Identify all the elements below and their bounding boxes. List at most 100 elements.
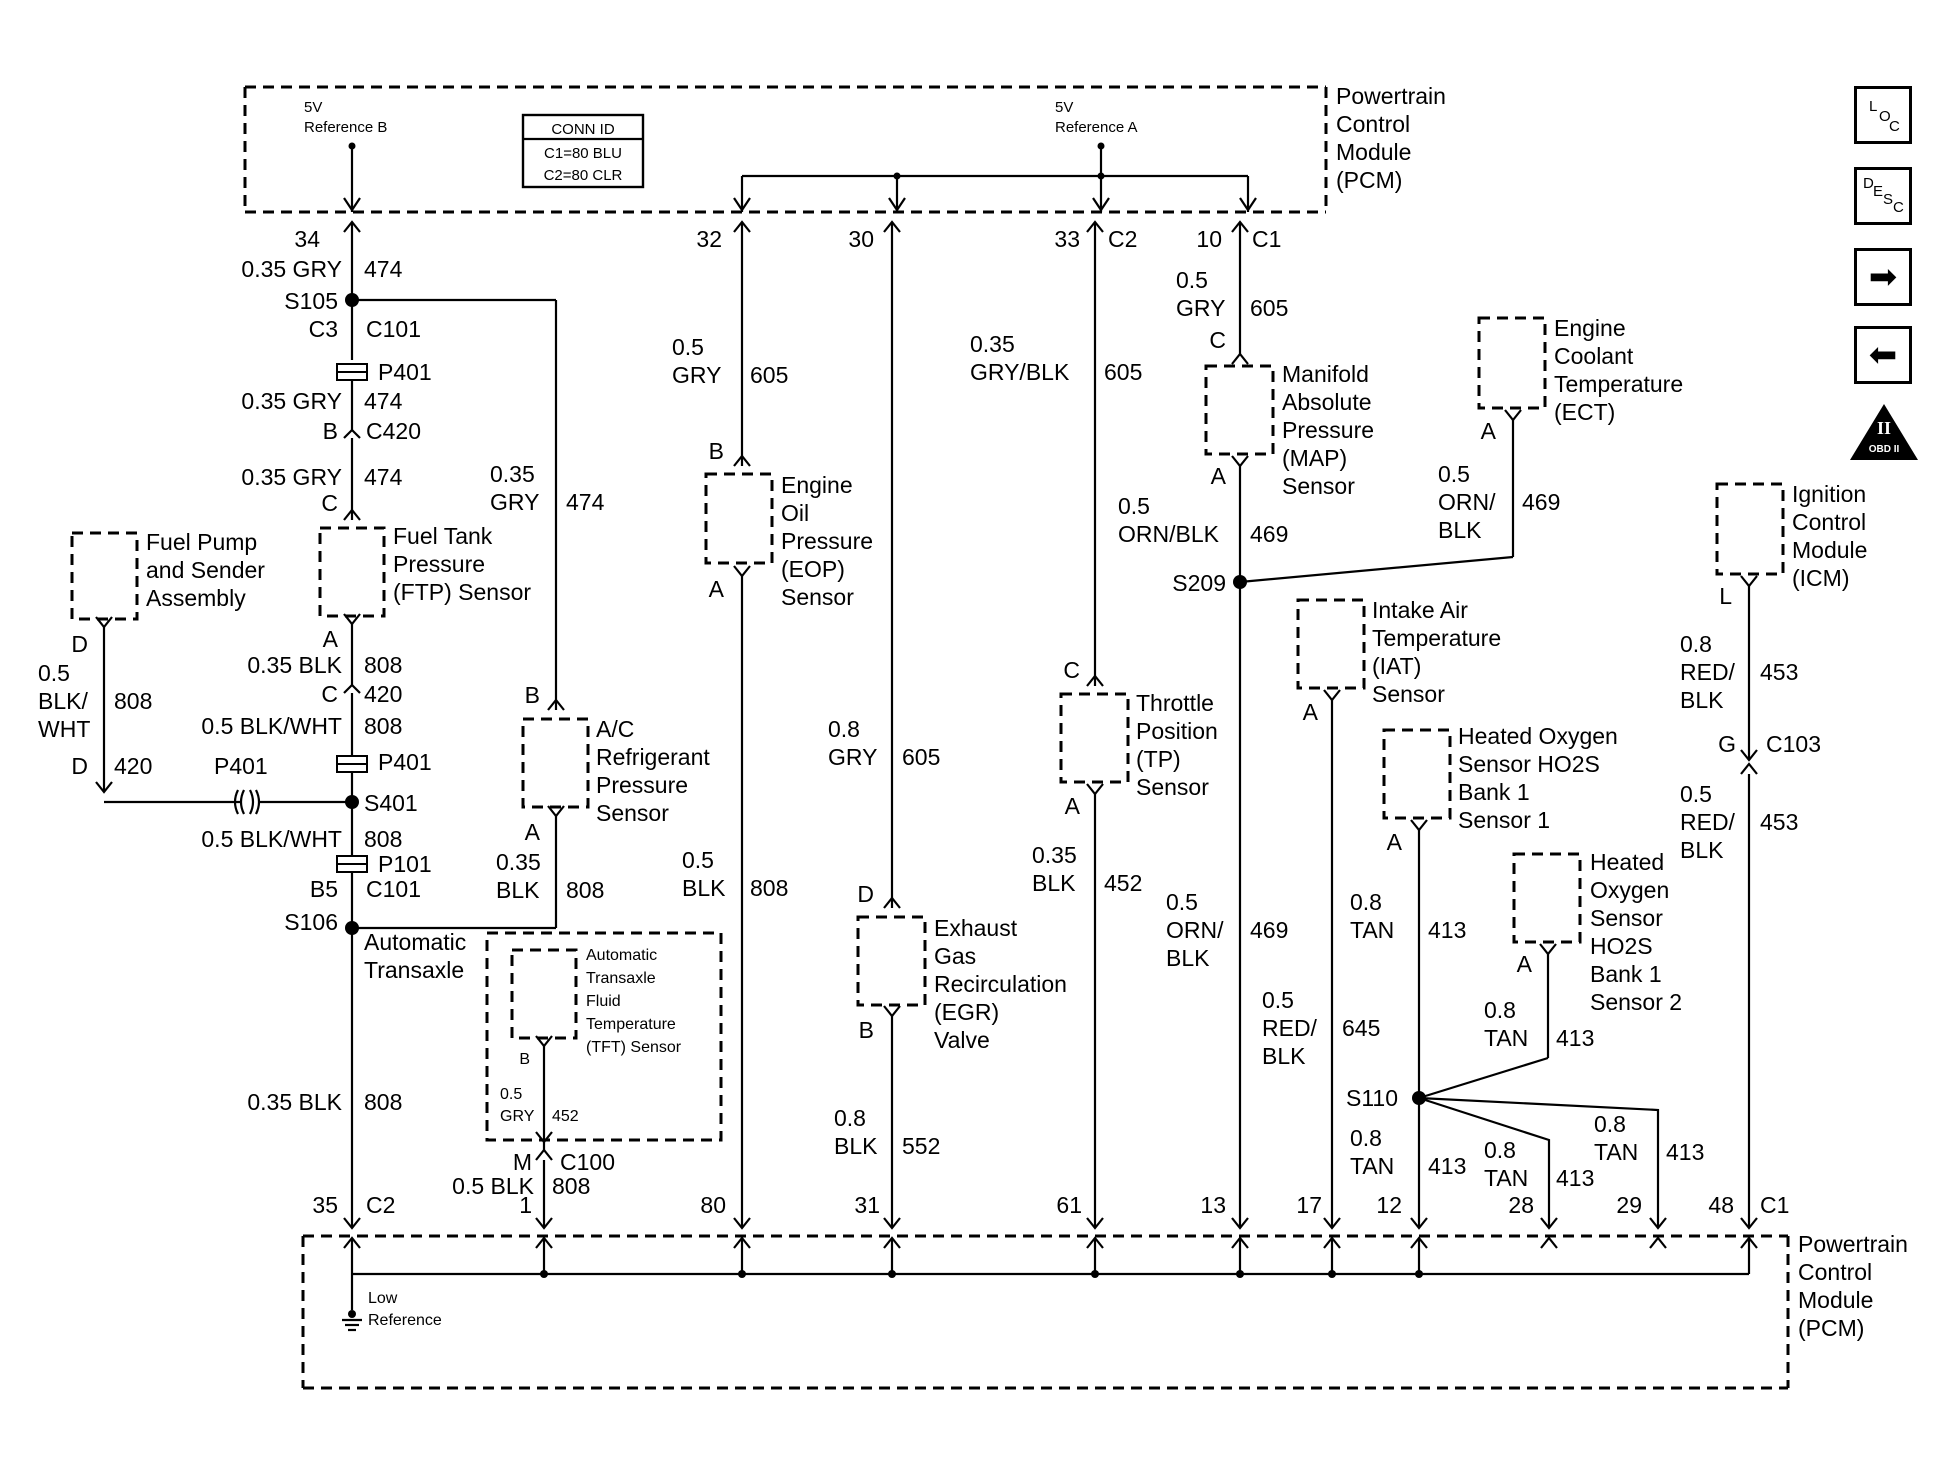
previous-button[interactable]: ⬅ [1854, 326, 1912, 384]
svg-text:A: A [1481, 418, 1497, 444]
svg-text:RED/: RED/ [1680, 659, 1736, 685]
svg-text:GRY: GRY [1176, 295, 1225, 321]
svg-text:33: 33 [1054, 226, 1080, 252]
svg-text:BLK: BLK [1166, 945, 1210, 971]
svg-text:605: 605 [902, 744, 940, 770]
svg-text:A: A [1387, 829, 1403, 855]
svg-text:C103: C103 [1766, 731, 1821, 757]
svg-text:BLK: BLK [1680, 687, 1724, 713]
svg-text:S209: S209 [1172, 570, 1226, 596]
s110-labels: 0.8 TAN 413 28 0.8 TAN 413 29 [1484, 1111, 1704, 1218]
svg-text:BLK: BLK [496, 877, 540, 903]
svg-text:B: B [859, 1017, 874, 1043]
svg-text:BLK: BLK [682, 875, 726, 901]
svg-text:B: B [519, 1051, 530, 1068]
svg-text:645: 645 [1342, 1015, 1380, 1041]
svg-text:ORN/BLK: ORN/BLK [1118, 521, 1220, 547]
svg-text:0.35: 0.35 [490, 461, 535, 487]
svg-text:808: 808 [750, 875, 788, 901]
eop-circuit [704, 220, 774, 1230]
svg-text:GRY: GRY [490, 489, 539, 515]
svg-text:35: 35 [312, 1192, 338, 1218]
svg-text:452: 452 [1104, 870, 1142, 896]
svg-text:808: 808 [364, 826, 402, 852]
svg-text:48: 48 [1708, 1192, 1734, 1218]
svg-text:31: 31 [854, 1192, 880, 1218]
svg-text:420: 420 [364, 681, 402, 707]
iat-circuit [1296, 598, 1366, 1230]
svg-text:0.8: 0.8 [828, 716, 860, 742]
trans-tft-circuit [485, 931, 723, 1230]
svg-text:C420: C420 [366, 418, 421, 444]
svg-text:C: C [1209, 327, 1226, 353]
svg-text:S401: S401 [364, 790, 418, 816]
svg-text:D: D [857, 881, 874, 907]
svg-text:ORN/: ORN/ [1166, 917, 1224, 943]
svg-text:GRY: GRY [500, 1108, 535, 1125]
svg-text:808: 808 [364, 652, 402, 678]
svg-text:0.5 BLK/WHT: 0.5 BLK/WHT [201, 713, 342, 739]
svg-text:0.8: 0.8 [834, 1105, 866, 1131]
svg-text:552: 552 [902, 1133, 940, 1159]
location-button[interactable]: L O C [1854, 86, 1912, 144]
svg-text:420: 420 [114, 753, 152, 779]
svg-text:808: 808 [552, 1173, 590, 1199]
svg-text:C101: C101 [366, 316, 421, 342]
svg-text:0.5: 0.5 [1166, 889, 1198, 915]
svg-text:S105: S105 [284, 288, 338, 314]
svg-text:469: 469 [1522, 489, 1560, 515]
next-button[interactable]: ➡ [1854, 248, 1912, 306]
ho2s2-circuit [1418, 852, 1582, 1100]
svg-text:TAN: TAN [1350, 1153, 1394, 1179]
svg-text:413: 413 [1556, 1025, 1594, 1051]
description-button[interactable]: D E S C [1854, 167, 1912, 225]
obd-ii-badge: II OBD II [1848, 402, 1920, 462]
svg-text:C1: C1 [1760, 1192, 1789, 1218]
svg-text:S110: S110 [1346, 1085, 1398, 1111]
svg-text:413: 413 [1428, 917, 1466, 943]
ho2s1-labels: A 0.8 TAN 413 S110 0.8 TAN 413 12 Heated… [1346, 723, 1618, 1218]
svg-text:469: 469 [1250, 917, 1288, 943]
svg-text:12: 12 [1376, 1192, 1402, 1218]
svg-text:0.5: 0.5 [500, 1086, 522, 1103]
obd-triangle-icon [1850, 404, 1918, 460]
svg-text:0.35: 0.35 [496, 849, 541, 875]
svg-text:0.35: 0.35 [1032, 842, 1077, 868]
svg-text:GRY/BLK: GRY/BLK [970, 359, 1070, 385]
svg-text:B5: B5 [310, 876, 338, 902]
svg-text:0.5: 0.5 [1118, 493, 1150, 519]
svg-text:P401: P401 [378, 749, 432, 775]
svg-text:605: 605 [1250, 295, 1288, 321]
map-labels: 10 C1 0.5 GRY 605 C A 0.5 ORN/BLK 469 S2… [1118, 226, 1374, 1218]
ect-circuit [1239, 316, 1547, 584]
svg-text:0.5: 0.5 [672, 334, 704, 360]
conn-id-table: CONN ID C1=80 BLU C2=80 CLR [521, 113, 645, 189]
svg-text:808: 808 [566, 877, 604, 903]
svg-text:B: B [525, 682, 540, 708]
svg-text:452: 452 [552, 1108, 579, 1125]
svg-text:1: 1 [519, 1192, 532, 1218]
svg-text:C100: C100 [560, 1149, 615, 1175]
map-circuit [1204, 220, 1275, 1230]
svg-text:605: 605 [750, 362, 788, 388]
tp-circuit [1059, 220, 1130, 1230]
svg-text:469: 469 [1250, 521, 1288, 547]
svg-text:0.8: 0.8 [1594, 1111, 1626, 1137]
svg-text:0.5: 0.5 [1680, 781, 1712, 807]
icm-circuit [1715, 482, 1785, 1230]
svg-text:0.8: 0.8 [1484, 1137, 1516, 1163]
svg-text:P401: P401 [378, 359, 432, 385]
svg-text:0.5: 0.5 [682, 847, 714, 873]
